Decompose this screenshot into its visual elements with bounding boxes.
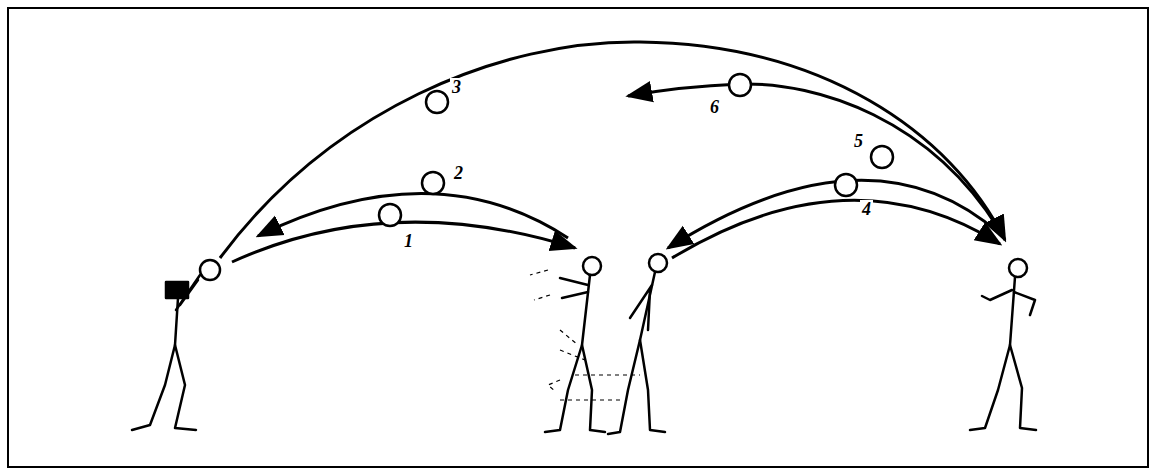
trajectory <box>232 222 575 262</box>
frame <box>8 8 1148 467</box>
player <box>970 259 1036 430</box>
ball <box>871 146 893 168</box>
player <box>608 254 667 434</box>
balls <box>200 74 893 280</box>
motion-lines <box>530 270 640 400</box>
callout-number: 6 <box>708 98 721 116</box>
players <box>132 254 1036 434</box>
trajectory <box>672 200 1000 258</box>
callout-number: 4 <box>860 200 873 218</box>
ball <box>729 74 751 96</box>
ball <box>835 174 857 196</box>
ball <box>200 260 220 280</box>
ball-trajectories <box>220 42 1005 262</box>
ball <box>422 172 444 194</box>
callout-number: 5 <box>852 132 865 150</box>
callout-number: 2 <box>452 164 465 182</box>
ball <box>379 204 401 226</box>
ball <box>426 91 448 113</box>
trajectory <box>668 180 1000 248</box>
trajectory <box>628 84 998 228</box>
trajectory <box>220 42 1005 258</box>
player <box>132 275 200 430</box>
callout-number: 1 <box>402 232 415 250</box>
callout-number: 3 <box>450 78 463 96</box>
player <box>545 257 605 432</box>
